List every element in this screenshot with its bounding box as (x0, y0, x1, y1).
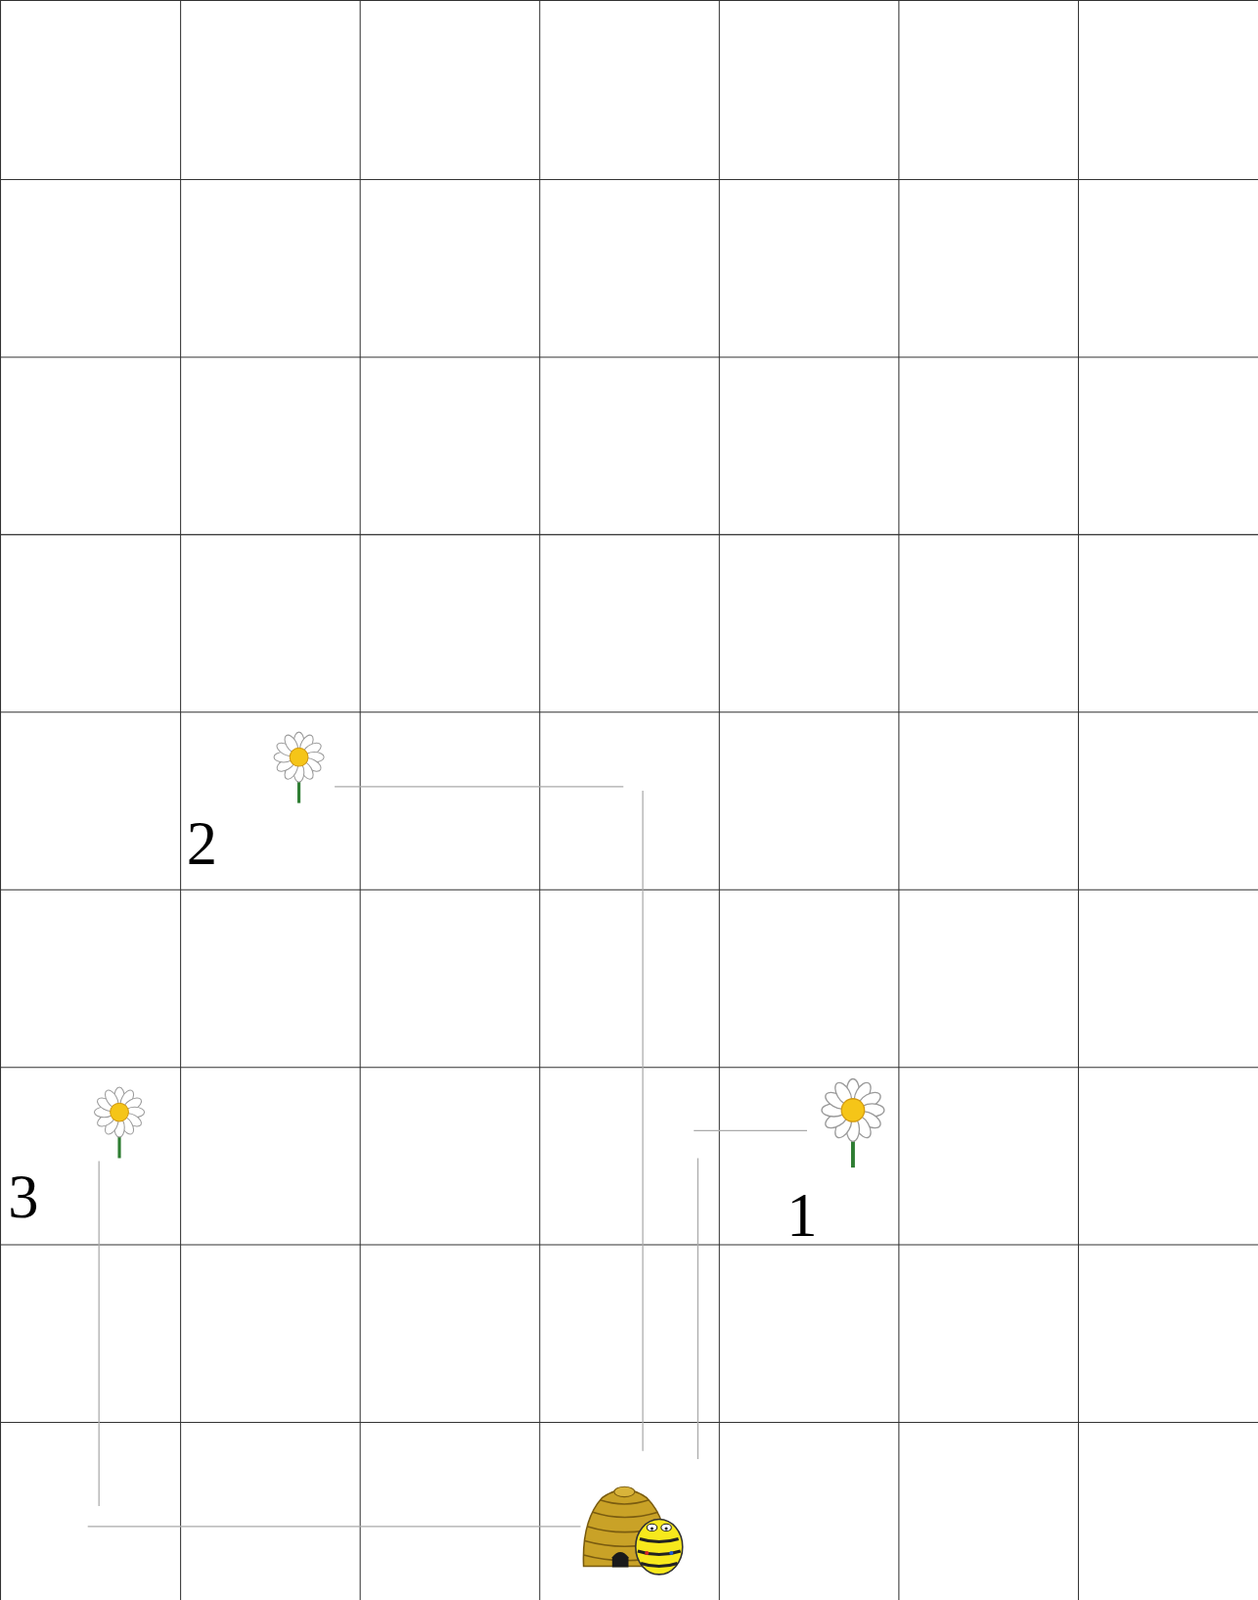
bee-button (669, 1550, 674, 1555)
bee-pupil (650, 1526, 654, 1529)
route-lines (88, 786, 808, 1527)
grid-line (359, 0, 361, 1600)
grid-line (898, 0, 899, 1600)
flower (93, 1086, 144, 1158)
grid-line (539, 0, 540, 1600)
route-line (697, 1157, 699, 1459)
grid-line (0, 1244, 1258, 1246)
grid-line (0, 356, 1258, 358)
grid-line (718, 0, 720, 1600)
route-line (334, 785, 624, 787)
callout-number: 3 (7, 1166, 39, 1228)
bee-stripe (640, 1562, 678, 1566)
grid-line (179, 0, 181, 1600)
grid-line (1078, 0, 1079, 1600)
route-line (88, 1525, 582, 1527)
flower (273, 731, 324, 803)
grid-line (0, 1066, 1258, 1068)
grid-line (0, 0, 1, 1600)
grid-line (0, 0, 1258, 1)
bee-pupil (665, 1526, 669, 1529)
callout-number: 1 (786, 1184, 817, 1247)
hive-door (612, 1551, 629, 1568)
bee-eye (661, 1523, 672, 1530)
bee-stripe (637, 1550, 681, 1555)
grid-line (0, 1421, 1258, 1423)
grid-line (0, 711, 1258, 713)
bee-eye (646, 1523, 657, 1530)
hive-top (614, 1485, 635, 1496)
flower (821, 1078, 885, 1169)
bee-button (644, 1550, 649, 1555)
route-line (641, 790, 643, 1451)
hive-band (599, 1499, 649, 1504)
route-line (693, 1129, 808, 1131)
bee-stripe (639, 1537, 679, 1541)
hive-band (592, 1511, 659, 1517)
bee-bot (635, 1519, 683, 1574)
grid-line (0, 179, 1258, 180)
callout-number: 2 (186, 812, 218, 875)
grid-line (0, 889, 1258, 891)
bee-body (635, 1519, 683, 1574)
grid-line (0, 534, 1258, 536)
route-line (98, 1161, 100, 1506)
